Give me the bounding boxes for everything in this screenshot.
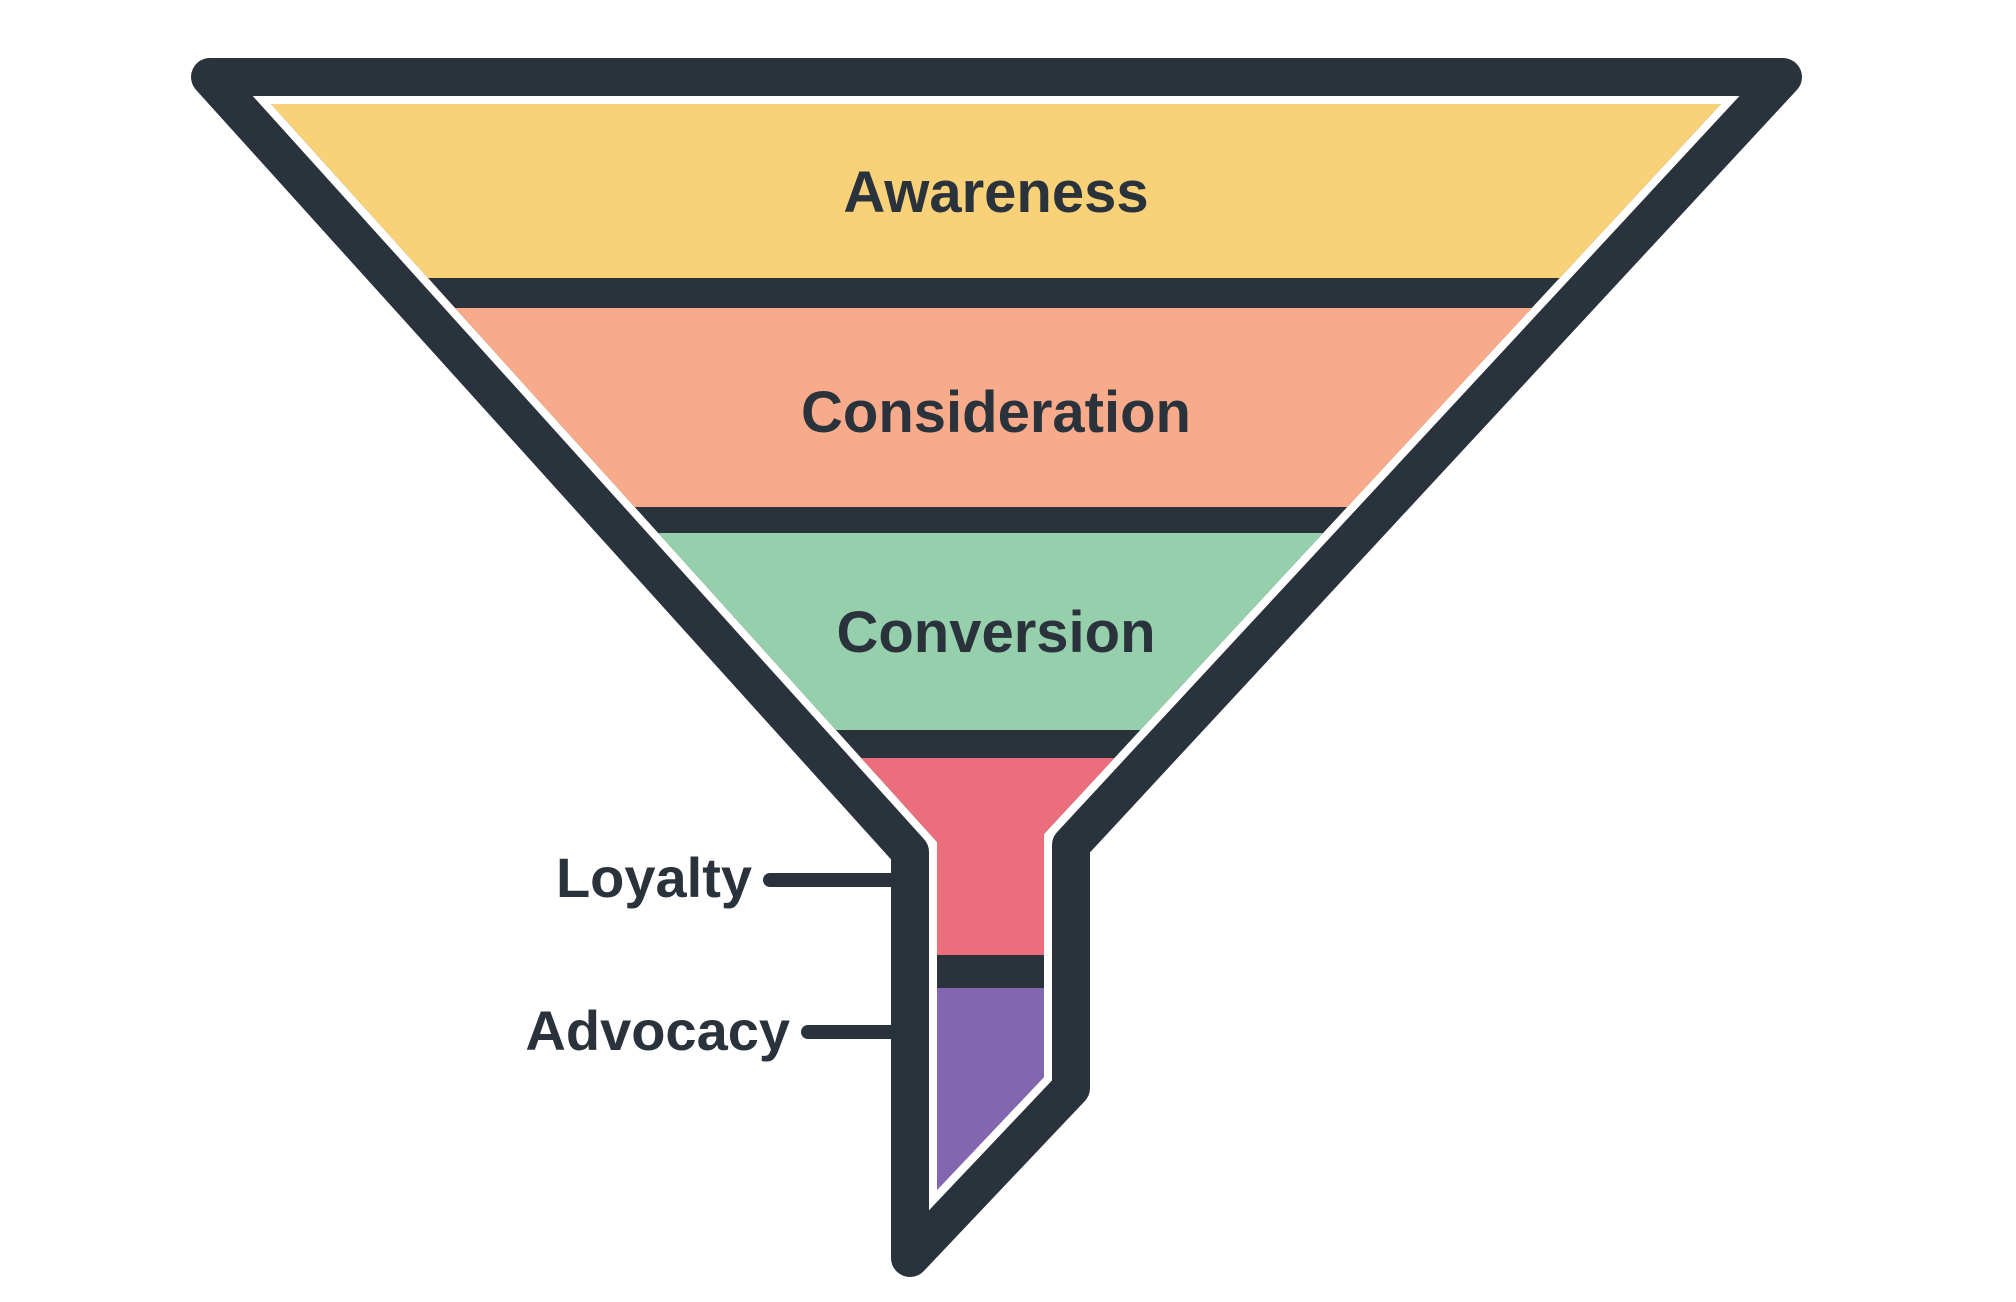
stage-conversion-label: Conversion bbox=[836, 600, 1155, 665]
stage-consideration-label: Consideration bbox=[801, 380, 1191, 445]
stage-loyalty-band bbox=[271, 758, 1721, 955]
stage-awareness-label: Awareness bbox=[843, 160, 1148, 225]
stage-awareness-band bbox=[271, 104, 1721, 278]
stage-loyalty-label: Loyalty bbox=[556, 846, 752, 909]
stage-advocacy-label: Advocacy bbox=[525, 999, 790, 1062]
